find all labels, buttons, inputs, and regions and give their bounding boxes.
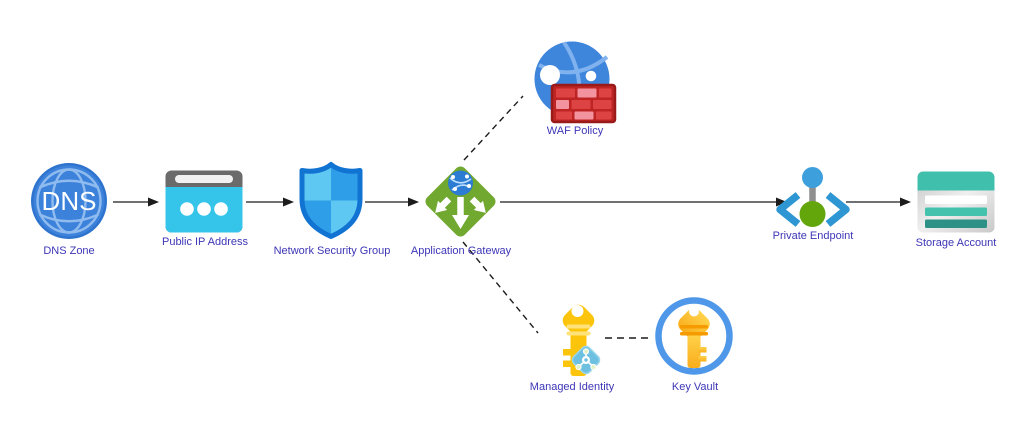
edge-nsg-to-app-gateway [365, 197, 419, 207]
nsg-label: Network Security Group [273, 245, 391, 257]
browser-window-icon [165, 170, 243, 233]
brick-wall-icon [550, 83, 617, 124]
arrowhead-icon [283, 197, 294, 207]
arrowhead-icon [776, 197, 787, 207]
dns-zone-label: DNS Zone [43, 245, 95, 257]
arrowhead-icon [900, 197, 911, 207]
waf-policy-node [532, 37, 618, 125]
edge-app-gateway-to-private-endpoint [500, 197, 787, 207]
storage-account-label: Storage Account [915, 237, 997, 249]
dns-zone-node: DNS [29, 161, 109, 241]
arrowhead-icon [148, 197, 159, 207]
app-gateway-label: Application Gateway [410, 245, 512, 257]
globe-firewall-icon [534, 41, 617, 124]
edge-private-endpoint-to-storage [846, 197, 911, 207]
private-endpoint-node [774, 165, 852, 233]
managed-identity-label: Managed Identity [529, 381, 615, 393]
edge-app-gateway-to-waf-policy [463, 95, 524, 161]
edge-app-gateway-to-managed-identity [462, 241, 539, 334]
edge-dns-zone-to-public-ip [113, 197, 159, 207]
identity-badge-icon [571, 345, 601, 375]
public-ip-node [165, 170, 243, 233]
public-ip-label: Public IP Address [161, 236, 248, 248]
app-gateway-node [422, 163, 499, 240]
storage-account-node [917, 171, 995, 233]
private-endpoint-label: Private Endpoint [772, 230, 854, 242]
key-in-circle-icon [655, 297, 733, 375]
storage-table-icon [917, 171, 995, 233]
key-with-badge-icon [562, 304, 601, 376]
key-vault-node [654, 296, 734, 376]
dns-icon-text: DNS [42, 186, 97, 216]
edge-public-ip-to-nsg [246, 197, 294, 207]
private-link-icon [776, 167, 850, 227]
dns-globe-icon: DNS [31, 163, 107, 239]
waf-policy-label: WAF Policy [546, 125, 604, 137]
gateway-diamond-icon [425, 166, 496, 237]
nsg-node [298, 161, 364, 240]
arrowhead-icon [408, 197, 419, 207]
shield-icon [299, 162, 363, 239]
managed-identity-node [532, 294, 608, 382]
key-vault-label: Key Vault [671, 381, 719, 393]
